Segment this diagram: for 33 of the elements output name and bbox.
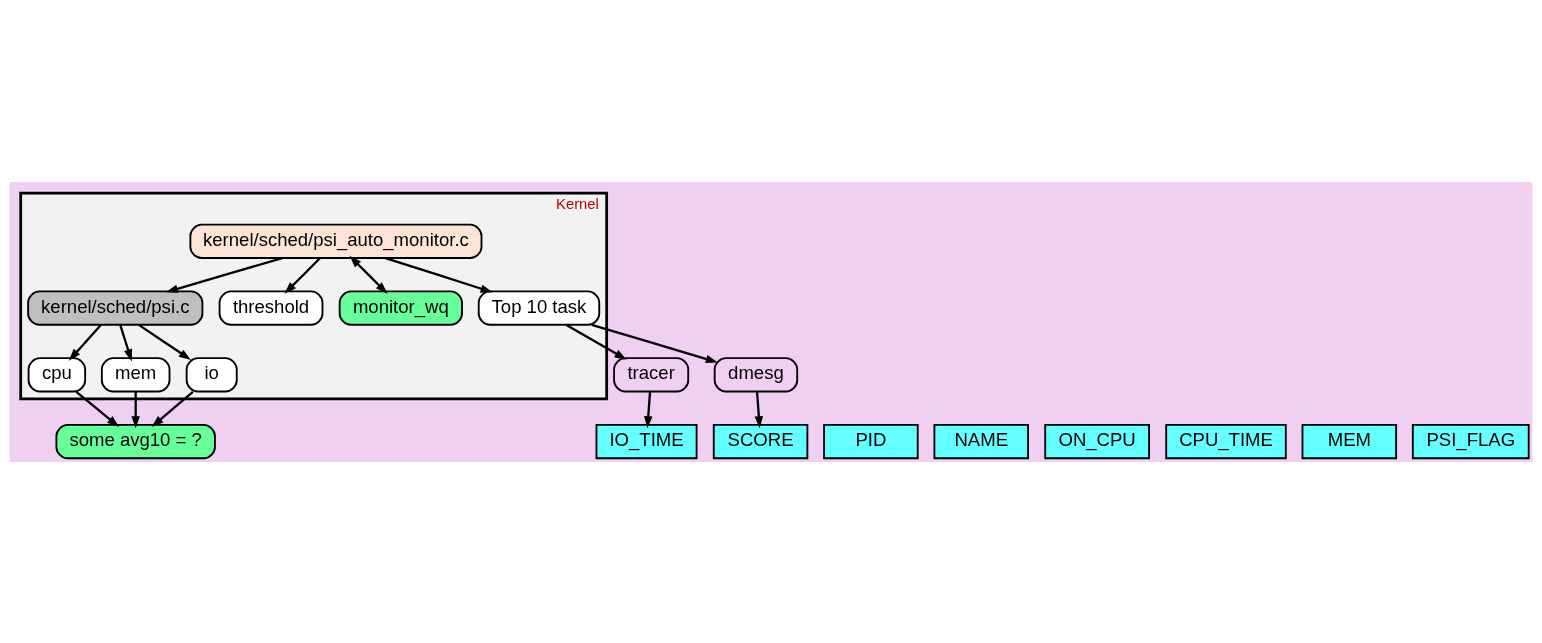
arrow: [565, 323, 627, 360]
node-box: kernel/sched/psi.c: [27, 289, 204, 326]
arrow: [119, 324, 133, 361]
node-box: SCORE: [712, 423, 809, 459]
node-box: monitor_wq: [338, 289, 463, 326]
node-box: PSI_FLAG: [1411, 423, 1530, 459]
arrow: [591, 323, 718, 363]
node-box: some avg10 = ?: [55, 423, 216, 459]
node-box: CPU_TIME: [1165, 423, 1287, 459]
arrow: [165, 256, 283, 293]
arrow: [644, 391, 653, 428]
arrow: [131, 391, 140, 428]
arrow: [385, 256, 493, 293]
node-box: ON_CPU: [1044, 423, 1150, 459]
node-box: tracer: [613, 356, 690, 392]
node-box: cpu: [27, 356, 87, 392]
arrow: [754, 391, 764, 428]
node-box: dmesg: [713, 356, 799, 392]
node-box: PID: [823, 423, 919, 459]
node-box: kernel/sched/psi_auto_monitor.c: [189, 223, 483, 259]
node-box: Top 10 task: [477, 289, 601, 326]
node-box: MEM: [1301, 423, 1398, 459]
arrow: [138, 323, 191, 360]
node-box: threshold: [218, 289, 324, 326]
node-box: mem: [100, 356, 171, 392]
node-box: NAME: [933, 423, 1029, 459]
arrow: [68, 323, 102, 361]
arrow: [151, 390, 194, 427]
arrow: [349, 255, 388, 294]
node-box: io: [185, 356, 238, 392]
arrow: [284, 257, 321, 294]
arrow: [75, 390, 120, 427]
node-box: IO_TIME: [595, 423, 698, 459]
